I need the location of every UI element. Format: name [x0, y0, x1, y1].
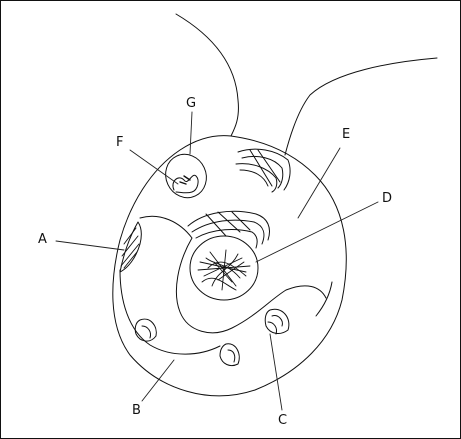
leader-c: [270, 334, 282, 410]
flagellum-long: [176, 14, 238, 136]
label-a: A: [38, 233, 47, 246]
label-e: E: [342, 128, 350, 141]
nucleus-chromatin: [198, 250, 250, 290]
label-g: G: [186, 97, 196, 110]
leader-b: [142, 360, 174, 401]
organelle-small-1: [135, 319, 156, 341]
organelle-c-main: [265, 309, 289, 334]
flagellum-short: [285, 58, 437, 155]
leader-a: [56, 241, 124, 250]
golgi-lower: [188, 211, 270, 248]
label-d: D: [382, 192, 392, 205]
label-b: B: [132, 404, 141, 417]
leader-f: [130, 150, 178, 184]
label-c: C: [278, 414, 287, 427]
leader-d: [256, 202, 378, 262]
label-f: F: [116, 136, 123, 149]
organelle-small-2: [220, 344, 239, 366]
chloroplast-a-stripes: [121, 228, 139, 268]
pellicle-edge: [316, 282, 332, 316]
golgi-upper: [236, 149, 290, 192]
leader-e: [298, 148, 340, 218]
inner-vacuole-lower: [120, 270, 220, 354]
leader-g: [190, 112, 192, 154]
inner-vacuole: [140, 216, 326, 333]
